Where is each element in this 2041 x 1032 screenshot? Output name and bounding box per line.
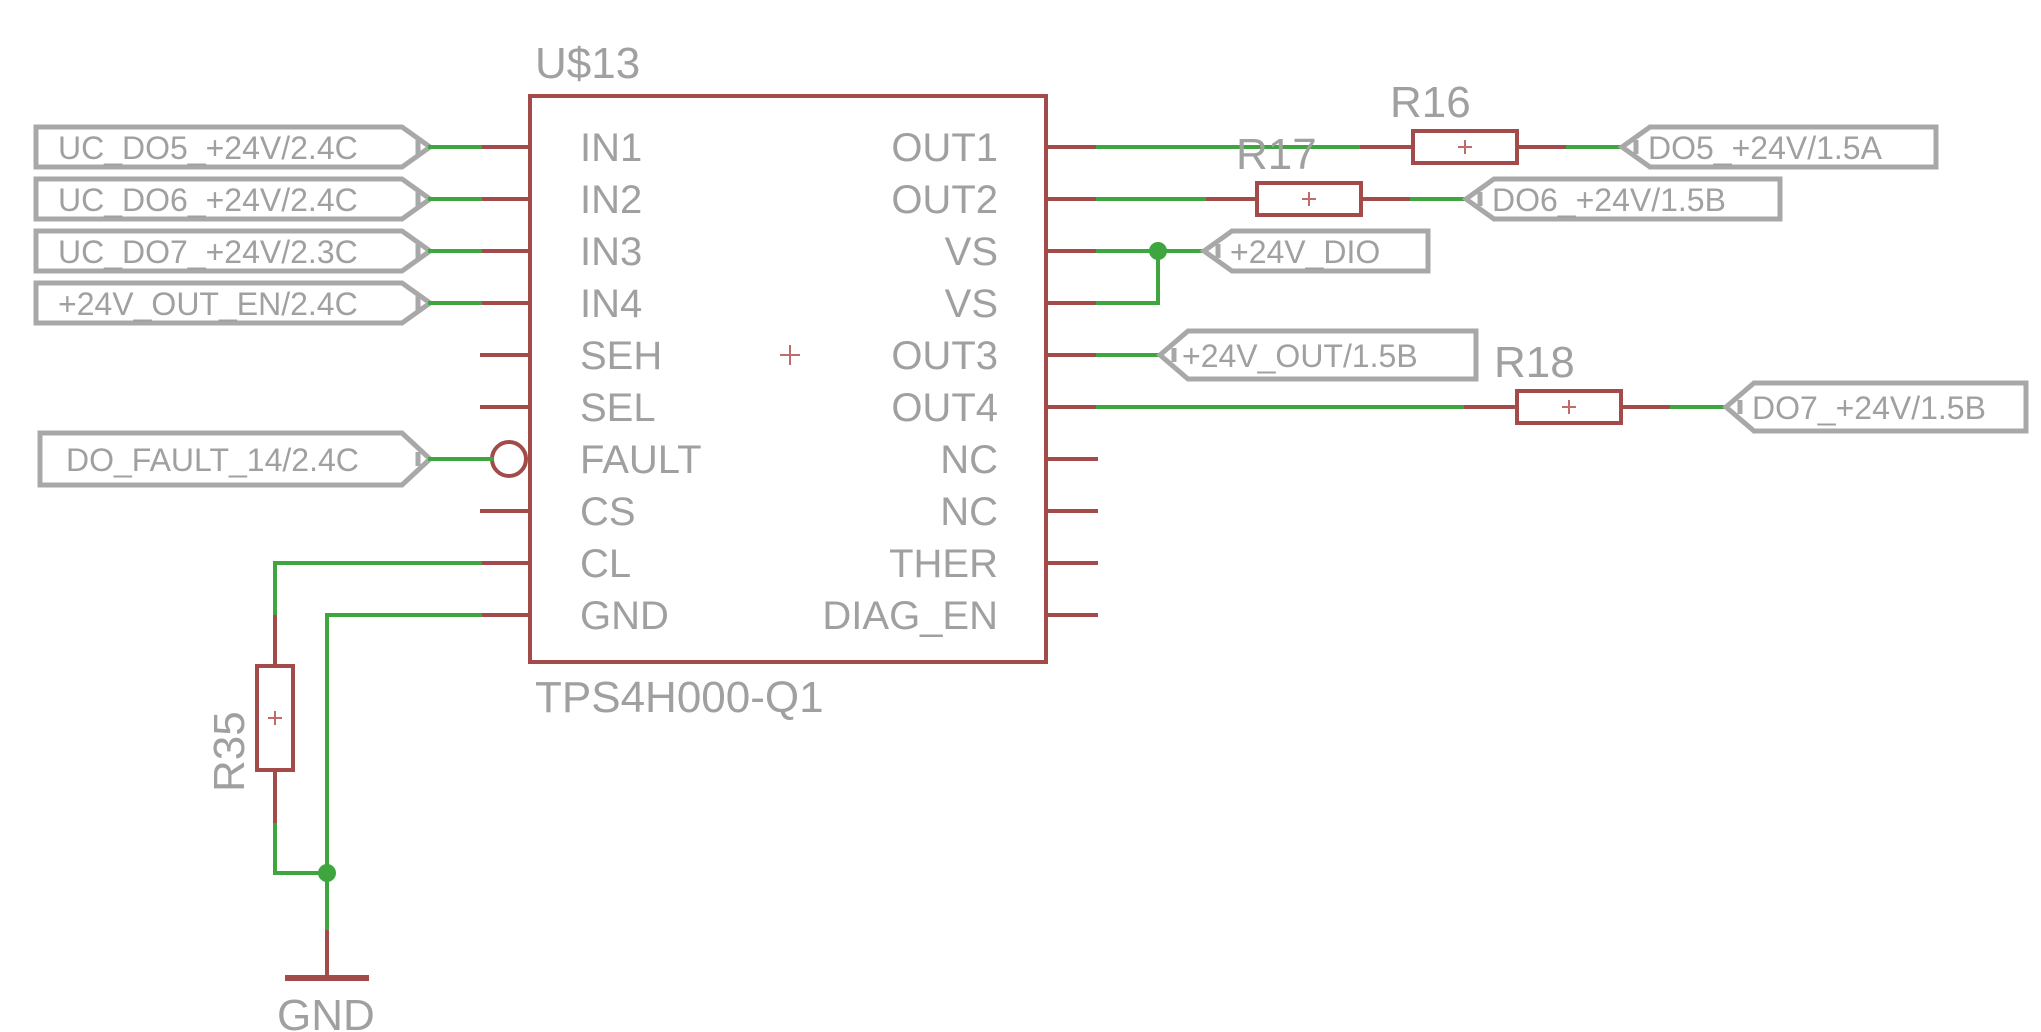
- r17-label: R17: [1236, 130, 1317, 179]
- pin-out4: OUT4: [891, 386, 998, 430]
- vs-net: [1096, 242, 1206, 305]
- net-flag-uc-do7[interactable]: UC_DO7_+24V/2.3C: [33, 228, 435, 274]
- net-flag-vout[interactable]: +24V_OUT/1.5B: [1156, 328, 1479, 382]
- r16-body: [1411, 129, 1519, 165]
- left-wires: [428, 145, 494, 461]
- r35-label: R35: [205, 711, 254, 792]
- pin-out3: OUT3: [891, 334, 998, 378]
- r18-label: R18: [1494, 338, 1575, 387]
- ic-origin-cross: [780, 345, 800, 365]
- net-flag-do-fault[interactable]: DO_FAULT_14/2.4C: [37, 430, 434, 488]
- r35-body: [255, 664, 295, 772]
- pin-cs: CS: [580, 490, 636, 534]
- r18-body: [1515, 389, 1623, 425]
- net-flag-uc-do7-text: UC_DO7_+24V/2.3C: [58, 234, 358, 270]
- pin-nc-1: NC: [940, 438, 998, 482]
- pin-out1: OUT1: [891, 126, 998, 170]
- pin-in4: IN4: [580, 282, 642, 326]
- pin-out2: OUT2: [891, 178, 998, 222]
- pin-gnd: GND: [580, 594, 669, 638]
- ground-label: GND: [277, 991, 375, 1032]
- net-flag-vdio-text: +24V_DIO: [1230, 234, 1380, 270]
- net-flag-vout-text: +24V_OUT/1.5B: [1182, 338, 1418, 374]
- pin-in3: IN3: [580, 230, 642, 274]
- net-flag-do7[interactable]: DO7_+24V/1.5B: [1722, 380, 2029, 434]
- net-flag-do6[interactable]: DO6_+24V/1.5B: [1461, 176, 1783, 222]
- ic-u13[interactable]: U$13 TPS4H000-Q1: [480, 39, 1098, 722]
- right-pin-stubs: [1046, 145, 1098, 617]
- pin-in1: IN1: [580, 126, 642, 170]
- net-flag-do5-text: DO5_+24V/1.5A: [1648, 130, 1883, 166]
- resistor-r35[interactable]: R35: [205, 615, 295, 823]
- net-flag-do6-text: DO6_+24V/1.5B: [1492, 182, 1726, 218]
- net-flag-do7-text: DO7_+24V/1.5B: [1752, 390, 1986, 426]
- pin-ther: THER: [889, 542, 998, 586]
- net-flag-uc-do5[interactable]: UC_DO5_+24V/2.4C: [33, 124, 435, 170]
- r17-body: [1255, 181, 1363, 217]
- pin-cl: CL: [580, 542, 631, 586]
- net-flag-uc-do6[interactable]: UC_DO6_+24V/2.4C: [33, 176, 435, 222]
- net-flag-do5[interactable]: DO5_+24V/1.5A: [1617, 124, 1939, 170]
- pin-seh: SEH: [580, 334, 662, 378]
- resistor-r18[interactable]: R18: [1494, 338, 1623, 425]
- net-flag-uc-do5-text: UC_DO5_+24V/2.4C: [58, 130, 358, 166]
- pin-fault: FAULT: [580, 438, 702, 482]
- pin-vs-1: VS: [945, 230, 998, 274]
- ic-body: [528, 94, 1048, 664]
- pin-in2: IN2: [580, 178, 642, 222]
- r16-label: R16: [1390, 78, 1471, 127]
- resistor-r16[interactable]: R16: [1390, 78, 1519, 165]
- junction-vs: [1149, 242, 1167, 260]
- net-flag-do-fault-text: DO_FAULT_14/2.4C: [66, 442, 359, 478]
- ic-ref: U$13: [535, 39, 640, 88]
- right-pin-names: OUT1 OUT2 VS VS OUT3 OUT4 NC NC THER DIA…: [822, 126, 998, 638]
- pin-vs-2: VS: [945, 282, 998, 326]
- junction-gnd: [318, 864, 336, 882]
- ground-symbol[interactable]: GND: [277, 930, 375, 1032]
- net-flag-uc-do6-text: UC_DO6_+24V/2.4C: [58, 182, 358, 218]
- net-flag-out-en-text: +24V_OUT_EN/2.4C: [58, 286, 358, 322]
- pin-diag-en: DIAG_EN: [822, 594, 998, 638]
- resistor-r17[interactable]: R17: [1236, 130, 1363, 217]
- net-flag-vdio[interactable]: +24V_DIO: [1199, 228, 1431, 274]
- pin-sel: SEL: [580, 386, 656, 430]
- left-pin-stubs: [480, 145, 530, 617]
- net-flag-out-en[interactable]: +24V_OUT_EN/2.4C: [33, 280, 435, 326]
- ic-value: TPS4H000-Q1: [535, 673, 824, 722]
- left-pin-names: IN1 IN2 IN3 IN4 SEH SEL FAULT CS CL GND: [580, 126, 702, 638]
- pin-nc-2: NC: [940, 490, 998, 534]
- ground-network: [273, 561, 482, 981]
